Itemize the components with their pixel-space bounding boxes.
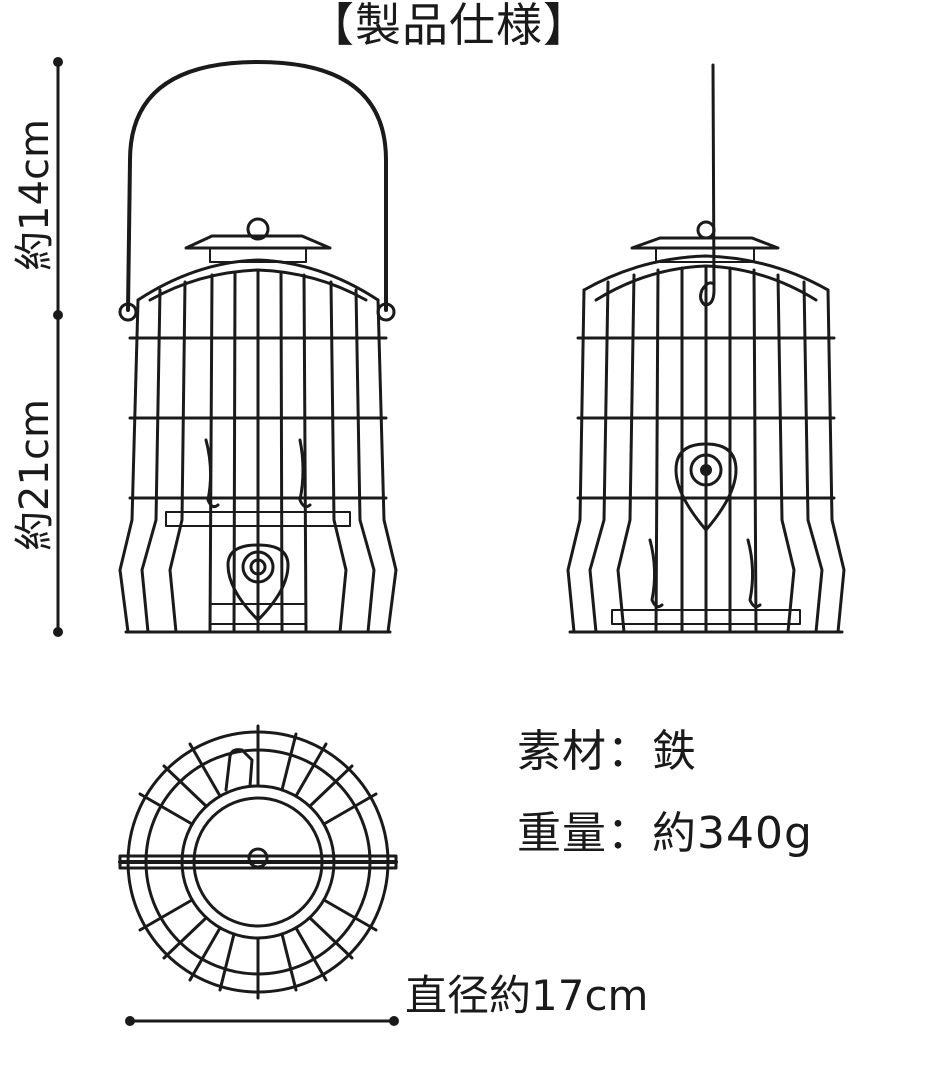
feeder-top-view [118,724,398,1000]
top-view-spokes [138,724,378,1000]
height-dimension-line [53,57,63,637]
lower-height-label: 約21cm [12,399,58,551]
upper-height-label: 約14cm [12,119,58,271]
feeder-front-view-with-handle [118,60,398,634]
weight-spec: 重量：約340g [517,808,813,859]
diameter-dimension-line [125,1016,399,1026]
spec-title: 【製品仕様】 [308,0,590,52]
diameter-label: 直径約17cm [405,971,649,1020]
feeder-side-view-with-hook [566,63,846,634]
material-spec: 素材：鉄 [517,726,697,777]
